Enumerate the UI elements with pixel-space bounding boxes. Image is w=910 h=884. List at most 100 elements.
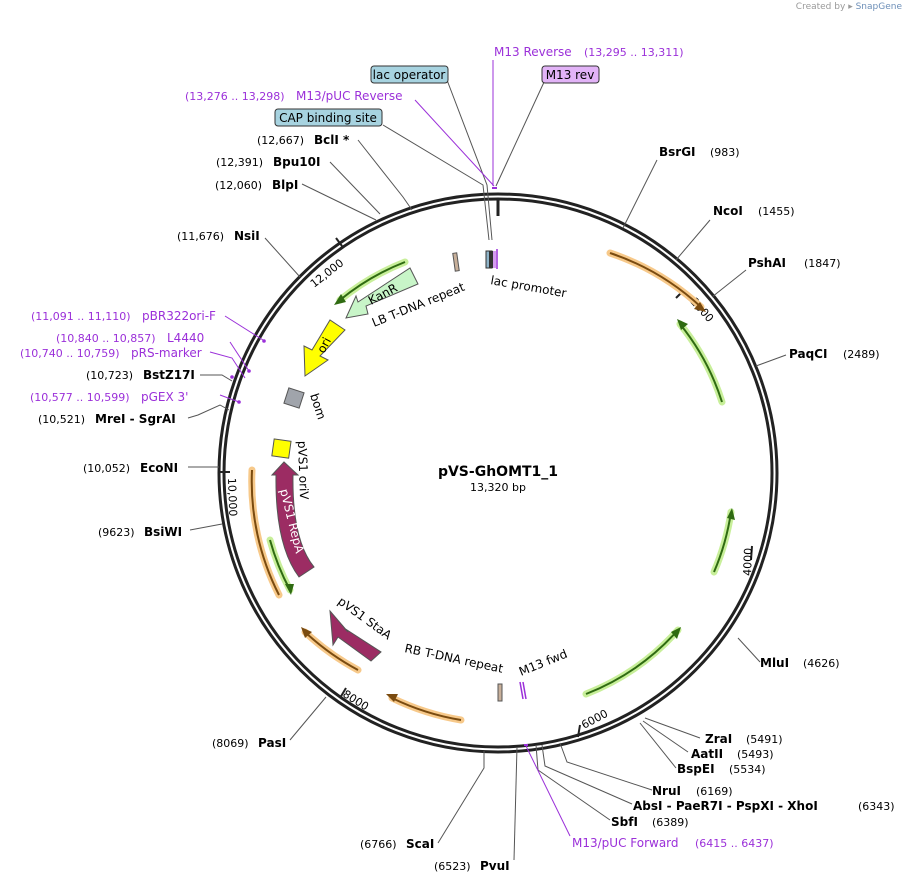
site-paqci-pos: (2489) [843, 348, 880, 361]
site-nrui-name: NruI [652, 784, 681, 798]
feature-green-lower-right [582, 626, 682, 698]
site-bsiwi-name: BsiWI [144, 525, 182, 539]
primer-m13-puc-forward-pos: (6415 .. 6437) [695, 837, 774, 850]
feature-green-right-mid [710, 508, 735, 576]
leader-nrui [559, 742, 653, 791]
site-econi-pos: (10,052) [83, 462, 130, 475]
primer-pgex-pos: (10,577 .. 10,599) [30, 391, 130, 404]
leader-pvui [513, 746, 518, 861]
leader-pgex [219, 394, 240, 403]
leader-paqci [755, 354, 787, 367]
site-paqci-name: PaqCI [789, 347, 827, 361]
site-scai-pos: (6766) [360, 838, 397, 851]
feature-orange-bottom-head [386, 694, 398, 702]
plasmid-size: 13,320 bp [470, 481, 526, 494]
site-xhoi-group-pos: (6343) [858, 800, 895, 813]
dot-l4440 [247, 369, 251, 373]
site-xhoi-group-name: AbsI - PaeR7I - PspXI - XhoI [633, 799, 818, 813]
feature-kanr-label: KanR [366, 281, 400, 308]
box-cap-site[interactable] [274, 108, 383, 127]
feature-ori [303, 319, 346, 377]
site-bsrgi-name: BsrGI [659, 145, 696, 159]
feature-pvs1-oriv [271, 438, 292, 459]
tick-12000 [335, 237, 343, 247]
tick-label-10000: 10,000 [225, 478, 239, 517]
tick-4000 [750, 545, 753, 561]
leader-cap-site [382, 124, 490, 241]
green-features [266, 258, 735, 698]
feature-orange-left [248, 466, 283, 599]
primer-l4440-pos: (10,840 .. 10,857) [56, 332, 156, 345]
site-bsrgi-pos: (983) [710, 146, 740, 159]
dot-pbr322ori [262, 339, 266, 343]
leader-m13-puc-forward [525, 745, 571, 837]
leader-m13-puc-reverse [414, 99, 495, 187]
feature-orange-top-right-head [694, 302, 706, 312]
feature-orange-top-right [606, 249, 705, 311]
site-ncoi-name: NcoI [713, 204, 743, 218]
primer-dots [230, 339, 266, 404]
primer-m13-reverse-name: M13 Reverse [494, 45, 572, 59]
box-lac-operator[interactable] [370, 65, 449, 84]
leader-bspei [639, 722, 677, 769]
site-pshai-pos: (1847) [804, 257, 841, 270]
site-scai-name: ScaI [406, 837, 434, 851]
feature-pvs1-staa [329, 609, 382, 662]
site-leaders [187, 139, 787, 861]
leader-bsiwi [189, 523, 223, 531]
feature-green-lower-right-head [671, 627, 681, 639]
primer-m13-puc-forward-name: M13/pUC Forward [572, 836, 679, 850]
site-labels: BsrGI (983) NcoI (1455) PshAI (1847) Paq… [38, 133, 895, 873]
leader-scai [437, 751, 485, 844]
primer-pgex-name: pGEX 3' [141, 390, 188, 404]
site-pasi-pos: (8069) [212, 737, 249, 750]
leader-sgrai [187, 404, 230, 419]
site-mlui-pos: (4626) [803, 657, 840, 670]
site-bcli-pos: (12,667) [257, 134, 304, 147]
leader-lac-operator [446, 79, 493, 241]
tick-label-4000: 4000 [741, 548, 755, 576]
orange-features [248, 249, 706, 724]
site-aatii-pos: (5493) [737, 748, 774, 761]
credit-brand: SnapGene [855, 2, 902, 12]
site-sbfi-name: SbfI [611, 815, 638, 829]
primer-l4440-name: L4440 [167, 331, 204, 345]
feature-orange-lower-left-head [301, 627, 312, 638]
leader-prs-marker [209, 351, 246, 379]
primer-pbr322ori-name: pBR322ori-F [142, 309, 216, 323]
feature-rb-repeat [497, 683, 503, 702]
feature-pvs1-repa [270, 461, 315, 578]
feature-lb-repeat [452, 252, 460, 272]
feature-cap-site-mark [489, 251, 493, 268]
box-lac-operator-label: lac operator [373, 68, 446, 82]
feature-ori-label: ori [314, 335, 334, 355]
box-m13-rev[interactable] [541, 65, 600, 84]
primer-leaders [209, 60, 571, 837]
leader-ncoi [675, 219, 711, 261]
lac-cluster [485, 249, 498, 269]
feature-orange-left-core [250, 469, 280, 596]
leader-pbr322ori [224, 315, 264, 341]
feature-green-right-upper [676, 320, 726, 406]
site-sgrai-pos: (10,521) [38, 413, 85, 426]
leader-bsrgi [622, 159, 658, 229]
site-bpu10i-pos: (12,391) [216, 156, 263, 169]
feature-m13-fwd-mark-a [519, 681, 524, 700]
primer-m13-reverse-pos: (13,295 .. 13,311) [584, 46, 684, 59]
feature-bom [283, 387, 305, 409]
tick-label-8000: 8000 [340, 688, 371, 714]
feature-green-right-mid-head [727, 508, 735, 520]
site-nrui-pos: (6169) [696, 785, 733, 798]
leader-bcli [357, 139, 413, 211]
site-mlui-name: MluI [760, 656, 789, 670]
credit-prefix: Created by [795, 2, 846, 12]
leader-bstz17i [200, 374, 233, 382]
leader-pshai [711, 269, 747, 298]
feature-green-left-head [285, 584, 294, 595]
site-pvui-pos: (6523) [434, 860, 471, 873]
primer-labels: M13 Reverse (13,295 .. 13,311) (13,276 .… [20, 45, 774, 850]
site-blpi-name: BlpI [272, 178, 298, 192]
leader-l4440 [229, 341, 250, 372]
leader-sbfi [535, 744, 611, 821]
plasmid-name: pVS-GhOMT1_1 [438, 464, 558, 480]
